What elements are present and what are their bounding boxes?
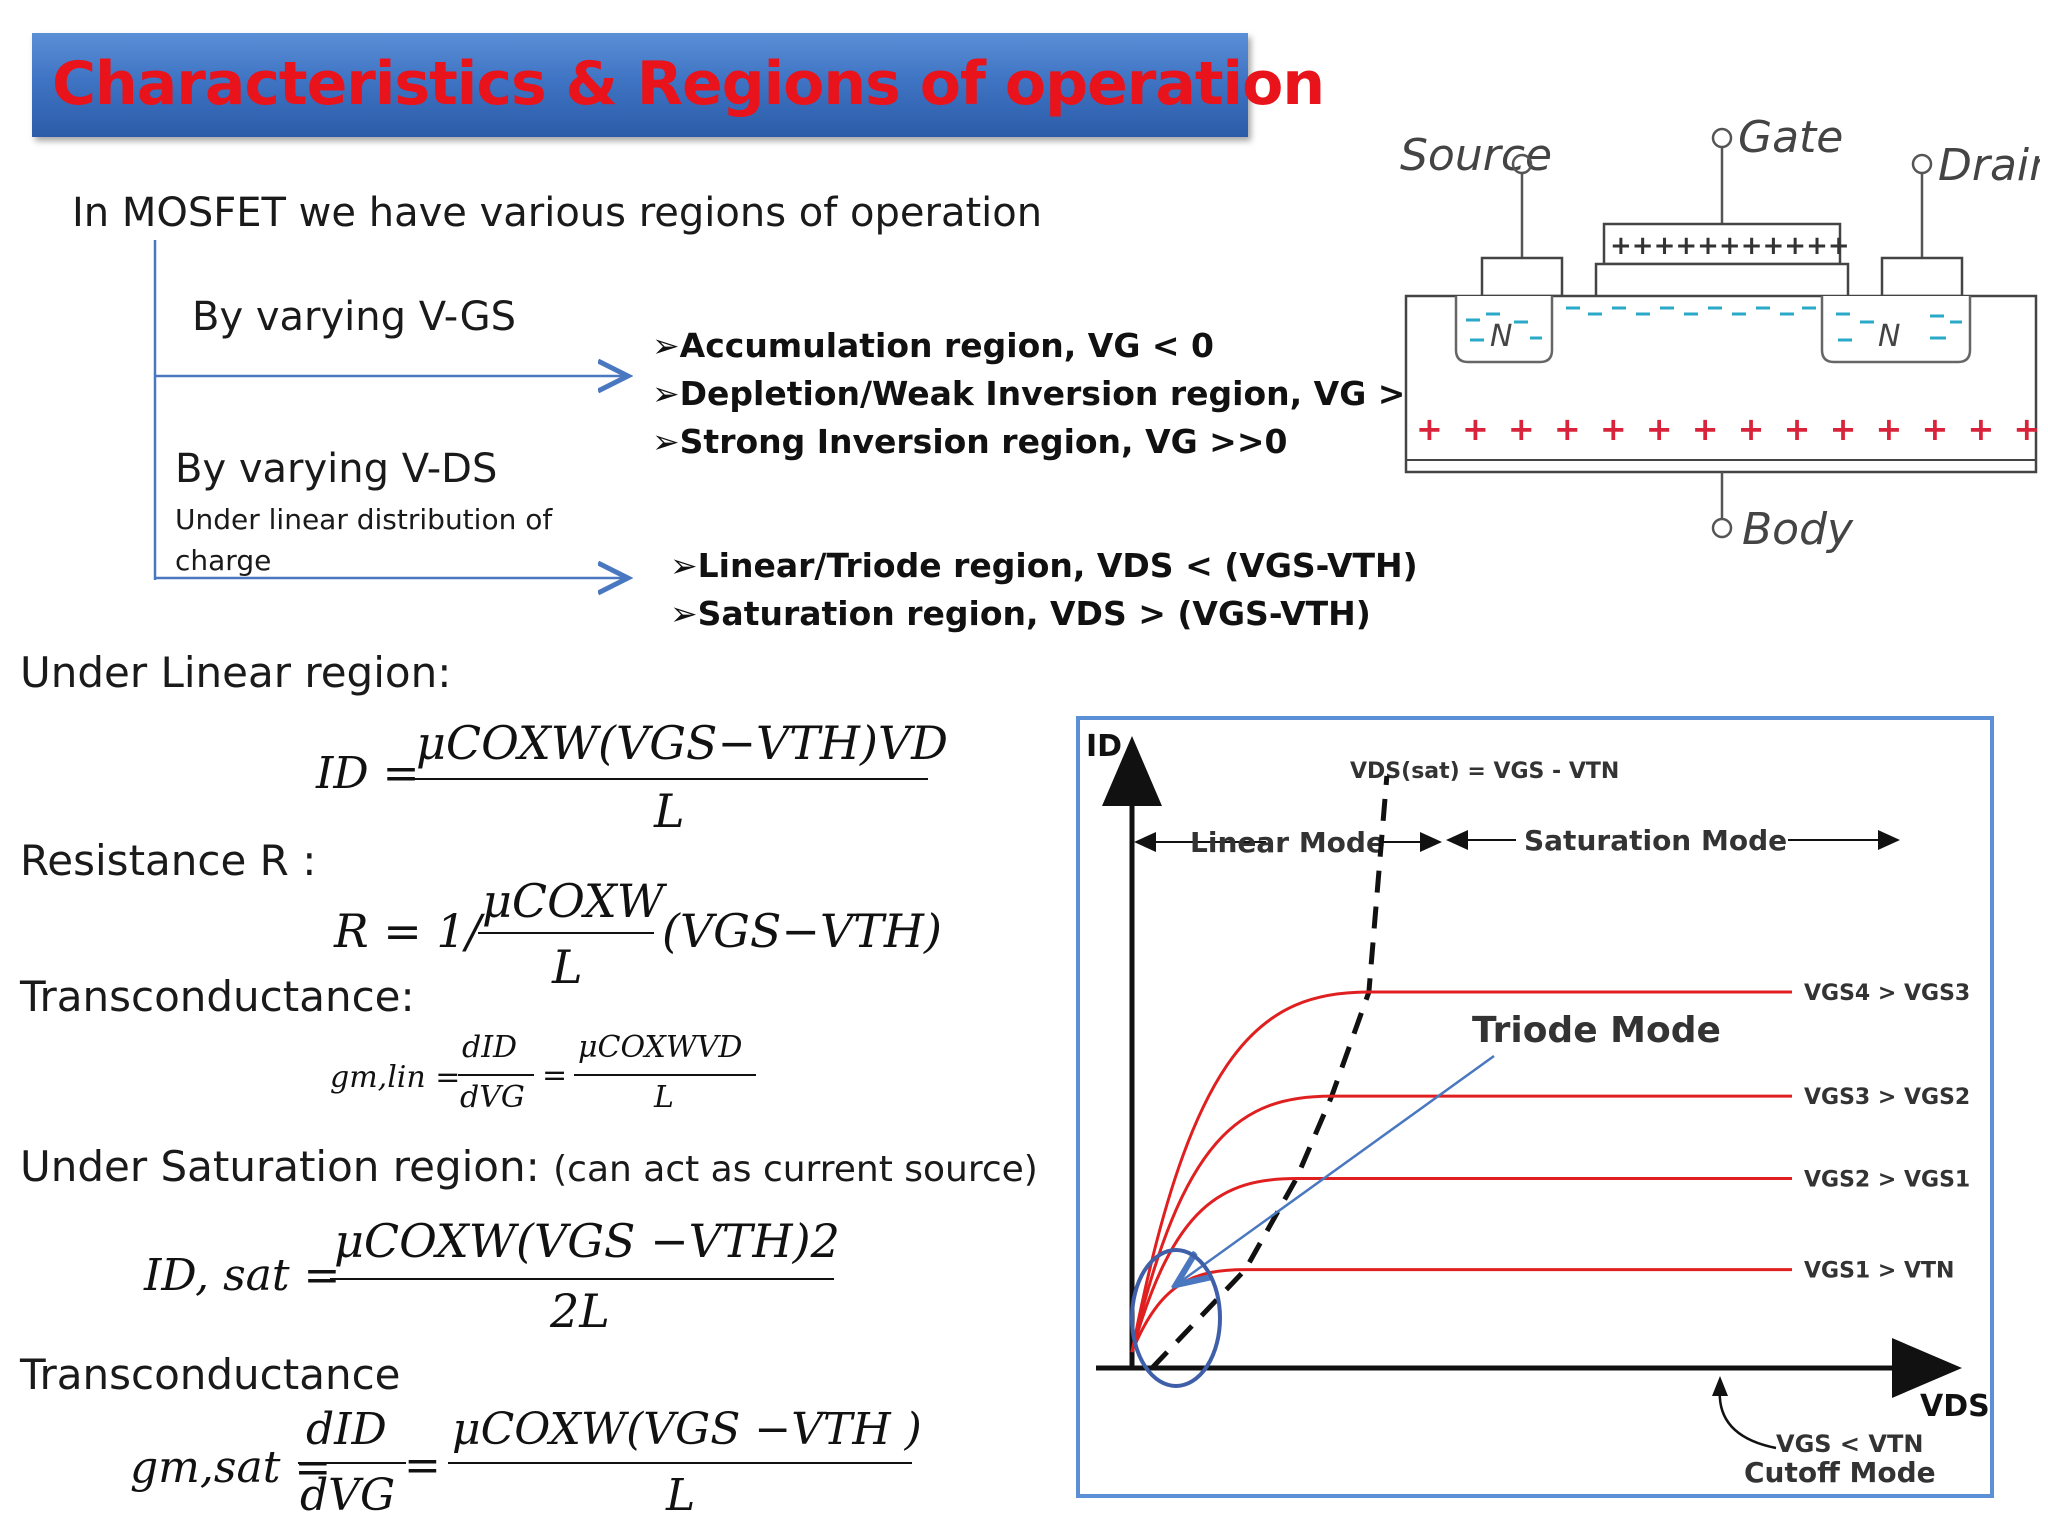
title-bar: Characteristics & Regions of operation [32, 33, 1325, 137]
gate-label: Gate [1738, 112, 1843, 163]
drain-contact [1880, 256, 1964, 298]
cutoff-mode-label: Cutoff Mode [1744, 1456, 1936, 1489]
gate-plate [1602, 222, 1842, 266]
bullet-arrow-icon: ➢ [652, 422, 680, 461]
eq-id-linear-denominator: L [654, 784, 685, 838]
iv-characteristics-chart: ID VDS VDS(sat) = VGS - VTN Linear Mode … [1076, 716, 1994, 1498]
bullet-arrow-icon: ➢ [670, 546, 698, 585]
body-terminal-icon [1711, 517, 1733, 539]
drain-terminal-icon [1911, 153, 1933, 175]
gate-oxide [1594, 262, 1850, 302]
gate-terminal-icon [1711, 127, 1733, 149]
cutoff-condition-label: VGS < VTN [1776, 1430, 1923, 1458]
iv-curve-label: VGS2 > VGS1 [1804, 1168, 1970, 1193]
source-label: Source [1400, 130, 1552, 181]
triode-mode-pointer [1180, 1054, 1495, 1282]
iv-curve [1130, 1177, 1792, 1353]
bullet-arrow-icon: ➢ [670, 594, 698, 633]
channel-electrons [1466, 306, 1962, 342]
gate-charge: +++++++++++ [1610, 231, 1850, 261]
cutoff-pointer [1718, 1387, 1777, 1450]
eq-id-sat-lhs: ID, sat = [144, 1250, 341, 1301]
source-n-well [1454, 296, 1554, 364]
saturation-region-heading: Under Saturation region: (can act as cur… [20, 1142, 1038, 1191]
iv-curve-label: VGS4 > VGS3 [1804, 981, 1970, 1006]
eq-gm-linear-numerator-1: dID [462, 1030, 518, 1065]
eq-gm-sat-equals: = [404, 1440, 441, 1491]
eq-r-lhs: R = 1/ [334, 904, 482, 958]
vgs-region-item: ➢Accumulation region, VG < 0 [652, 326, 1215, 365]
eq-gm-linear-fraction-bar-2 [574, 1074, 756, 1076]
eq-gm-sat-numerator-1: dID [306, 1404, 387, 1455]
body-label: Body [1742, 504, 1854, 555]
vgs-region-item: ➢Depletion/Weak Inversion region, VG > 0 [652, 374, 1440, 413]
branch-vds-note-line2: charge [175, 544, 272, 577]
vds-region-item: ➢Saturation region, VDS > (VGS-VTH) [670, 594, 1371, 633]
eq-gm-linear-fraction-bar-1 [458, 1074, 534, 1076]
substrate-holes: + + + + + + + + + + + + + + + + + + + + [1416, 410, 2040, 448]
eq-gm-sat-fraction-bar-2 [448, 1462, 912, 1464]
resistance-heading: Resistance R : [20, 836, 317, 885]
branch-vds-label: By varying V-DS [175, 446, 498, 492]
vds-region-list: ➢Linear/Triode region, VDS < (VGS-VTH) ➢… [670, 546, 1418, 642]
bullet-arrow-icon: ➢ [652, 374, 680, 413]
transconductance-linear-heading: Transconductance: [20, 972, 415, 1021]
saturation-mode-label: Saturation Mode [1524, 824, 1787, 857]
slide-title: Characteristics & Regions of operation [52, 49, 1325, 119]
eq-gm-sat-fraction-bar-1 [298, 1462, 406, 1464]
saturation-note: (can act as current source) [553, 1149, 1038, 1190]
eq-gm-linear-equals: = [542, 1058, 568, 1093]
eq-id-linear-lhs: ID = [316, 748, 420, 799]
branch-connectors [153, 240, 700, 620]
triode-region-highlight [1130, 1248, 1222, 1388]
eq-gm-linear-lhs: gm,lin = [330, 1060, 461, 1095]
eq-r-tail: (VGS−VTH) [662, 904, 942, 958]
eq-gm-sat-denominator-1: dVG [300, 1470, 396, 1521]
intro-text: In MOSFET we have various regions of ope… [72, 190, 1043, 236]
drain-n-well [1820, 296, 1972, 364]
eq-gm-linear-denominator-1: dVG [460, 1080, 525, 1115]
source-contact [1480, 256, 1564, 298]
branch-vds-note-line1: Under linear distribution of [175, 503, 553, 536]
eq-id-sat-fraction-bar [330, 1278, 834, 1280]
mosfet-cross-section-diagram: Source Gate Drain +++++++++++ N N + + + … [1400, 112, 2040, 555]
boundary-label: VDS(sat) = VGS - VTN [1350, 759, 1619, 784]
eq-id-sat-denominator: 2L [550, 1284, 610, 1338]
bullet-arrow-icon: ➢ [652, 326, 680, 365]
vds-region-item: ➢Linear/Triode region, VDS < (VGS-VTH) [670, 546, 1418, 585]
y-axis-label: ID [1086, 729, 1122, 764]
drain-label: Drain [1938, 140, 2040, 191]
iv-curve-label: VGS3 > VGS2 [1804, 1085, 1970, 1110]
eq-gm-sat-lhs: gm,sat = [130, 1442, 332, 1493]
eq-gm-linear-denominator-2: L [654, 1080, 674, 1115]
iv-curve [1130, 990, 1792, 1353]
triode-mode-label: Triode Mode [1472, 1010, 1721, 1051]
eq-r-denominator: L [552, 940, 583, 994]
eq-gm-sat-numerator-2: μCOXW(VGS −VTH ) [452, 1404, 922, 1455]
vgs-region-list: ➢Accumulation region, VG < 0 ➢Depletion/… [652, 326, 1440, 470]
vgs-region-item: ➢Strong Inversion region, VG >>0 [652, 422, 1288, 461]
eq-id-linear-fraction-bar [412, 778, 928, 780]
eq-gm-linear-numerator-2: μCOXWVD [578, 1030, 743, 1065]
eq-id-linear-numerator: μCOXW(VGS−VTH)VD [416, 716, 949, 770]
source-n-label: N [1490, 319, 1512, 354]
transconductance-saturation-heading: Transconductance [20, 1350, 401, 1399]
linear-mode-label: Linear Mode [1190, 826, 1385, 859]
eq-r-fraction-bar [478, 932, 654, 934]
branch-vgs-label: By varying V-GS [192, 294, 517, 340]
cutoff-pointer-head [1712, 1376, 1728, 1396]
iv-curve-label: VGS1 > VTN [1804, 1259, 1954, 1284]
eq-id-sat-numerator: μCOXW(VGS −VTH)2 [334, 1214, 840, 1268]
vds-sat-boundary [1150, 775, 1390, 1370]
eq-r-numerator: μCOXW [482, 874, 665, 928]
eq-gm-sat-denominator-2: L [666, 1470, 696, 1521]
x-axis-label: VDS [1920, 1389, 1990, 1424]
drain-n-label: N [1878, 319, 1900, 354]
linear-region-heading: Under Linear region: [20, 648, 452, 697]
iv-curve [1130, 1094, 1792, 1353]
